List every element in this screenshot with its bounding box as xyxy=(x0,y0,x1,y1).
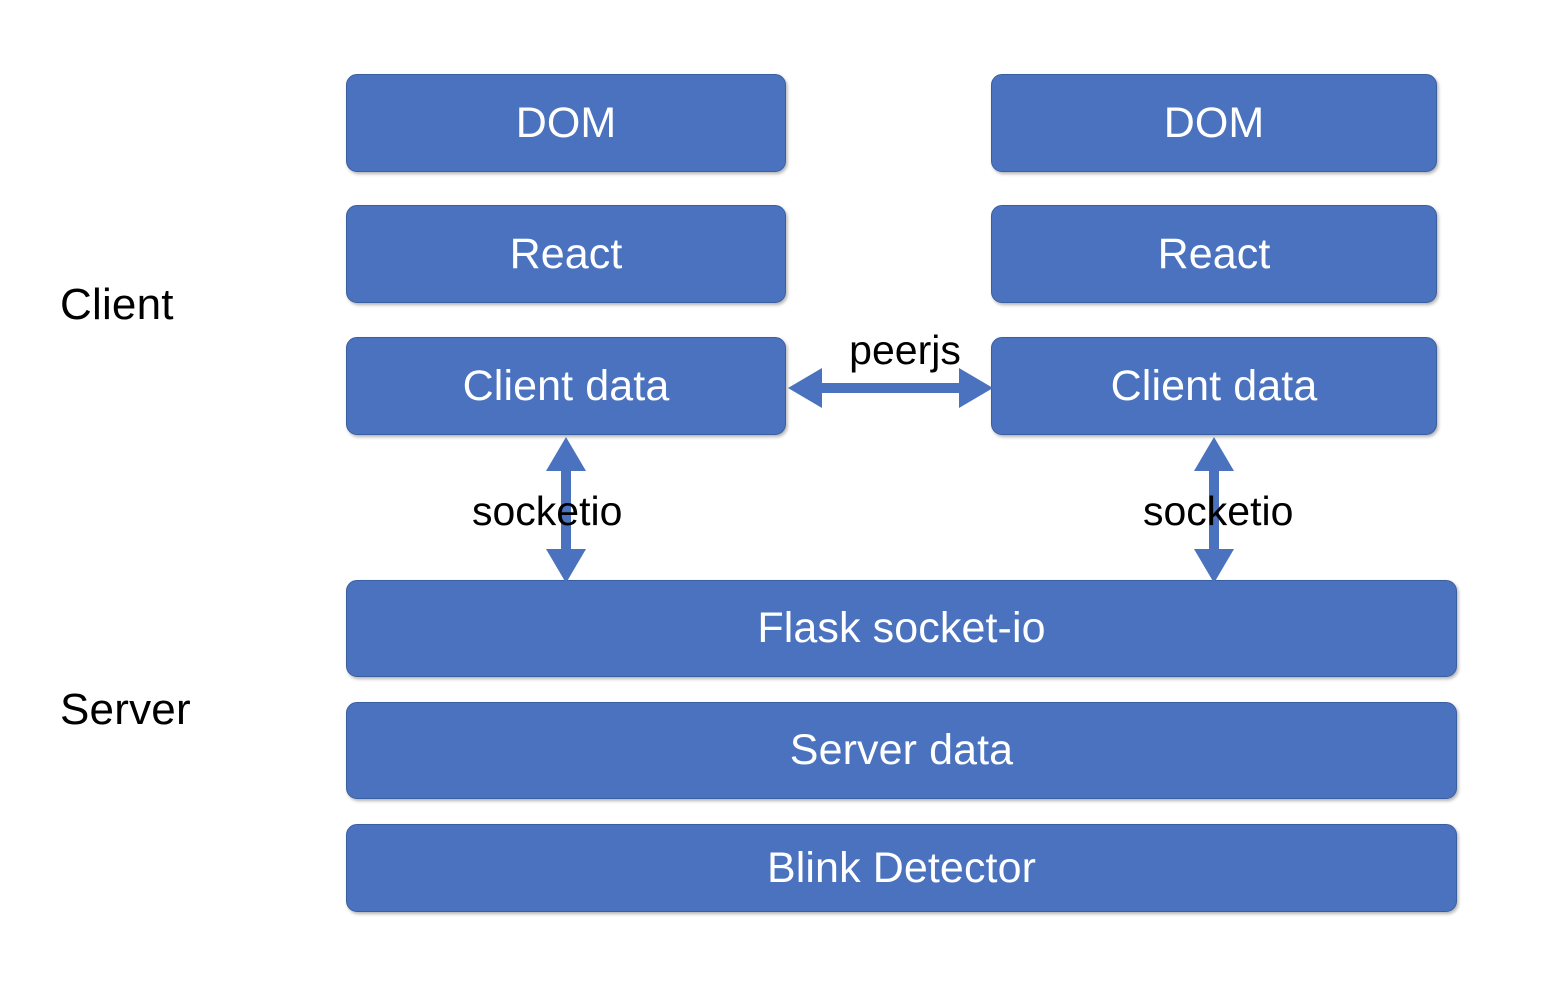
node-react-right[interactable]: React xyxy=(991,205,1437,303)
node-label-dom-left: DOM xyxy=(515,98,617,147)
node-label-react-left: React xyxy=(509,229,623,278)
node-flask-socket-io[interactable]: Flask socket-io xyxy=(346,580,1457,677)
node-label-server-data: Server data xyxy=(789,726,1014,774)
node-client-data-right[interactable]: Client data xyxy=(991,337,1437,435)
node-label-dom-right: DOM xyxy=(1163,98,1265,147)
node-label-flask-socket-io: Flask socket-io xyxy=(757,604,1046,652)
node-label-react-right: React xyxy=(1157,229,1271,278)
socketio-left-arrow-label: socketio xyxy=(472,488,623,534)
peerjs-arrow xyxy=(788,362,993,414)
node-label-blink-detector: Blink Detector xyxy=(766,843,1037,892)
node-client-data-left[interactable]: Client data xyxy=(346,337,786,435)
node-dom-right[interactable]: DOM xyxy=(991,74,1437,172)
node-dom-left[interactable]: DOM xyxy=(346,74,786,172)
socketio-left-arrow xyxy=(540,437,592,583)
node-server-data[interactable]: Server data xyxy=(346,702,1457,799)
node-blink-detector[interactable]: Blink Detector xyxy=(346,824,1457,912)
socketio-right-arrow xyxy=(1188,437,1240,583)
peerjs-arrow-label: peerjs xyxy=(849,327,961,373)
group-label-client: Client xyxy=(60,280,174,329)
socketio-right-arrow-label: socketio xyxy=(1143,488,1294,534)
node-label-client-data-left: Client data xyxy=(462,361,670,410)
node-label-client-data-right: Client data xyxy=(1110,361,1318,410)
group-label-server: Server xyxy=(60,685,191,734)
node-react-left[interactable]: React xyxy=(346,205,786,303)
